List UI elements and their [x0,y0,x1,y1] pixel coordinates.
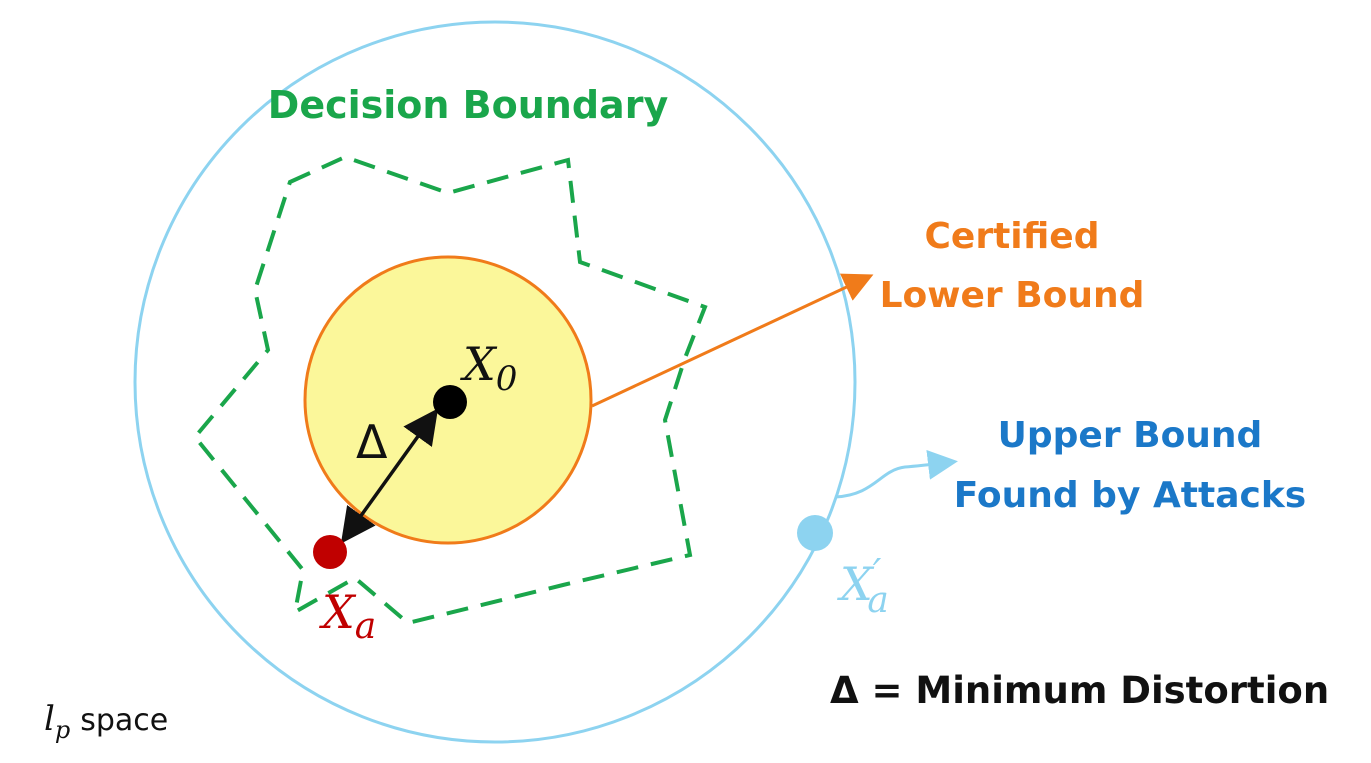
certified-label-line1: Certified [924,216,1099,257]
decision-boundary-label: Decision Boundary [268,83,669,127]
certified-arrow [591,273,874,408]
upper-bound-label-line1: Upper Bound [998,415,1263,456]
outer-circle [133,20,857,744]
xa-label: Xa [319,585,376,647]
xa-point [313,535,347,569]
certified-label-line2: Lower Bound [880,275,1145,316]
delta-arrow [340,408,439,544]
xa-prime-label: X′a [837,551,889,621]
decision-boundary-shape [192,154,708,626]
upper-bound-label-line2: Found by Attacks [954,475,1306,516]
x0-point [433,385,467,419]
xa-prime-point [797,515,833,551]
min-distortion-label: Δ = Minimum Distortion [830,669,1329,712]
x0-label: X0 [460,337,517,399]
upper-bound-arrow [834,449,958,499]
delta-label: Δ [356,415,388,469]
